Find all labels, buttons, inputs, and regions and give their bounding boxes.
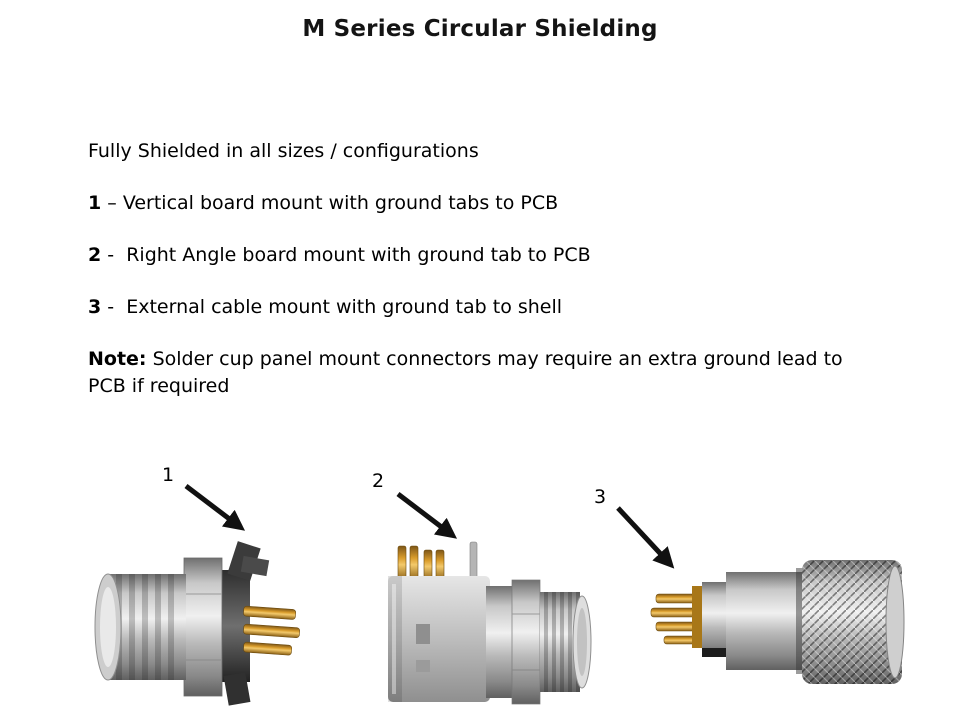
arrow-2-icon	[396, 492, 458, 539]
arrow-1-icon	[184, 484, 246, 531]
rear-flange	[220, 541, 270, 706]
list-item-1: 1 – Vertical board mount with ground tab…	[88, 190, 866, 216]
figure-3-label: 3	[594, 486, 607, 508]
page-title: M Series Circular Shielding	[302, 16, 658, 42]
item-2-number: 2	[88, 244, 102, 266]
item-3-number: 3	[88, 296, 102, 318]
gold-pins	[243, 605, 300, 656]
item-2-text: - Right Angle board mount with ground ta…	[101, 244, 591, 266]
collar	[702, 582, 728, 657]
note-paragraph: Note: Solder cup panel mount connectors …	[88, 346, 866, 400]
note-text: Solder cup panel mount connectors may re…	[88, 348, 849, 397]
arrow-3-icon	[616, 506, 675, 569]
body-text: Fully Shielded in all sizes / configurat…	[88, 138, 866, 426]
item-1-number: 1	[88, 192, 102, 214]
knurled-barrel	[802, 560, 905, 684]
item-1-text: – Vertical board mount with ground tabs …	[101, 192, 559, 214]
gold-pins	[397, 545, 445, 581]
connector-body	[388, 576, 490, 702]
hex-nut	[183, 557, 223, 697]
mid-cylinder	[726, 568, 804, 674]
intro-line: Fully Shielded in all sizes / configurat…	[88, 140, 479, 162]
note-label: Note:	[88, 348, 147, 370]
right-angle-board-mount-connector-image	[388, 541, 592, 705]
front-face	[94, 573, 122, 681]
figure-2-label: 2	[372, 470, 385, 492]
external-cable-mount-connector-image	[650, 560, 905, 684]
item-3-text: - External cable mount with ground tab t…	[101, 296, 563, 318]
vertical-board-mount-connector-image	[94, 541, 300, 706]
list-item-2: 2 - Right Angle board mount with ground …	[88, 242, 866, 268]
threaded-barrel	[486, 579, 592, 705]
ground-tab-pin	[469, 541, 478, 581]
figure-1-label: 1	[162, 464, 175, 486]
list-item-3: 3 - External cable mount with ground tab…	[88, 294, 866, 320]
